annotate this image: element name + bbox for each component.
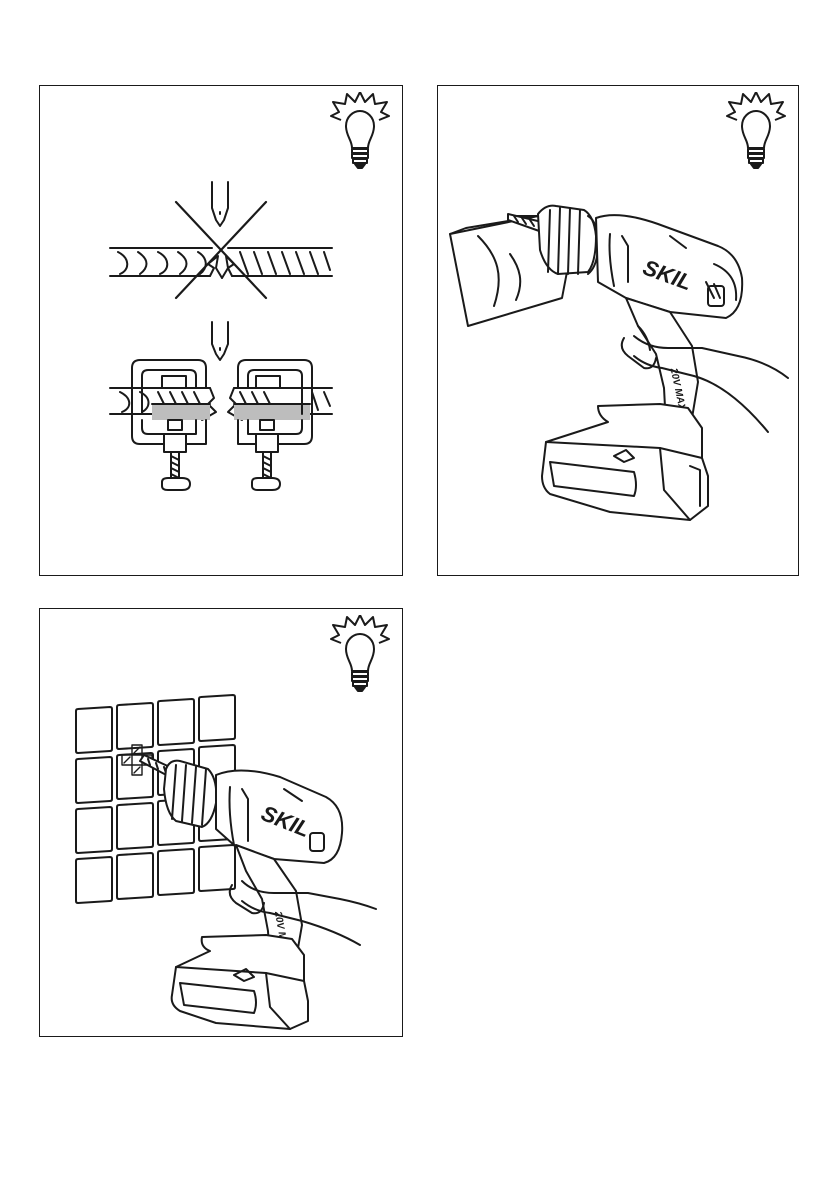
wall-tile [76,757,112,803]
wall-tile [117,703,153,749]
drill-on-tiles-illustration: SKIL 20V MAX [40,609,404,1038]
wall-tile [158,849,194,895]
backing-tape [152,404,310,420]
wood-board-unsupported [110,248,332,278]
wall-tile [117,803,153,849]
wall-tile [76,707,112,753]
wood-clamping-panel [39,85,403,576]
battery-pack [542,404,708,520]
wall-tile [76,807,112,853]
drilling-bag-panel: SKIL 20V MAX [437,85,799,576]
wall-tile [158,699,194,745]
wall-tile [76,857,112,903]
left-clamp-icon [132,360,206,490]
drill-with-bag-illustration: SKIL 20V MAX [438,86,800,577]
drilling-tiles-panel: SKIL 20V MAX [39,608,403,1037]
wall-tile [199,845,235,891]
wall-tile [199,695,235,741]
wood-clamping-illustration [40,86,404,577]
drill-bit-top [212,182,228,226]
drill-bit-bottom [212,322,228,360]
drill-chuck [538,206,598,274]
wall-tile [117,853,153,899]
right-clamp-icon [238,360,312,490]
wrong-cross-icon [176,202,266,298]
